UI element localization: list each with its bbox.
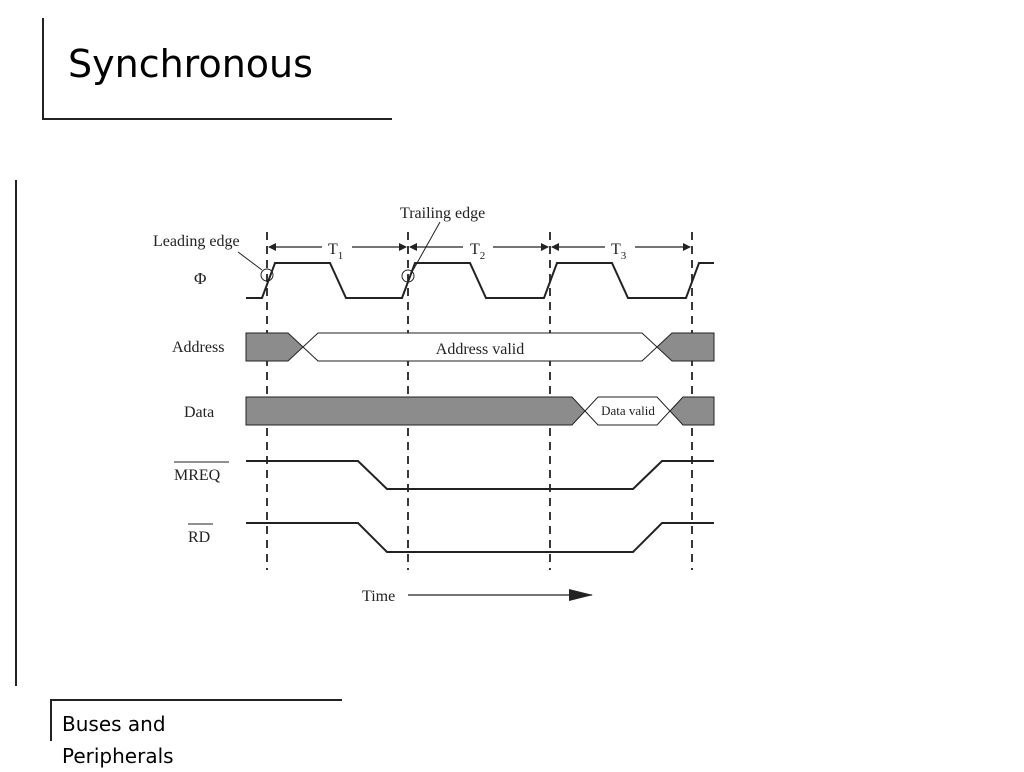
slide-title: Synchronous [68,42,313,86]
period-label-t1: T1 [328,241,343,262]
signal-label-clock: Φ [194,269,206,288]
data-invalid-end [669,396,715,426]
title-divider-horizontal [42,118,392,120]
data-valid-label: Data valid [601,403,655,418]
mreq-waveform [246,460,714,490]
data-invalid-start [245,396,586,426]
footer-line-1: Buses and [62,712,166,736]
title-divider-vertical [42,18,44,120]
slide-footer: Buses and Peripherals [62,708,174,772]
content-divider [15,180,17,686]
rd-waveform [246,522,714,553]
period-label-t2: T2 [470,241,485,262]
signal-label-data: Data [184,404,214,421]
leading-edge-label: Leading edge [153,233,240,250]
address-invalid-start [245,332,304,362]
clock-waveform [246,262,714,299]
signal-label-rd: RD [188,529,210,546]
signal-label-mreq: MREQ [174,467,221,484]
footer-divider-vertical [50,699,52,741]
leading-edge-marker [260,268,274,282]
signal-label-address: Address [172,339,224,356]
trailing-edge-label: Trailing edge [400,205,485,222]
time-label: Time [362,588,395,605]
period-label-t3: T3 [611,241,627,262]
address-valid-label: Address valid [436,341,524,358]
leading-edge-pointer [237,251,263,271]
footer-divider-horizontal [50,699,342,701]
footer-line-2: Peripherals [62,744,174,768]
address-invalid-end [656,332,715,362]
